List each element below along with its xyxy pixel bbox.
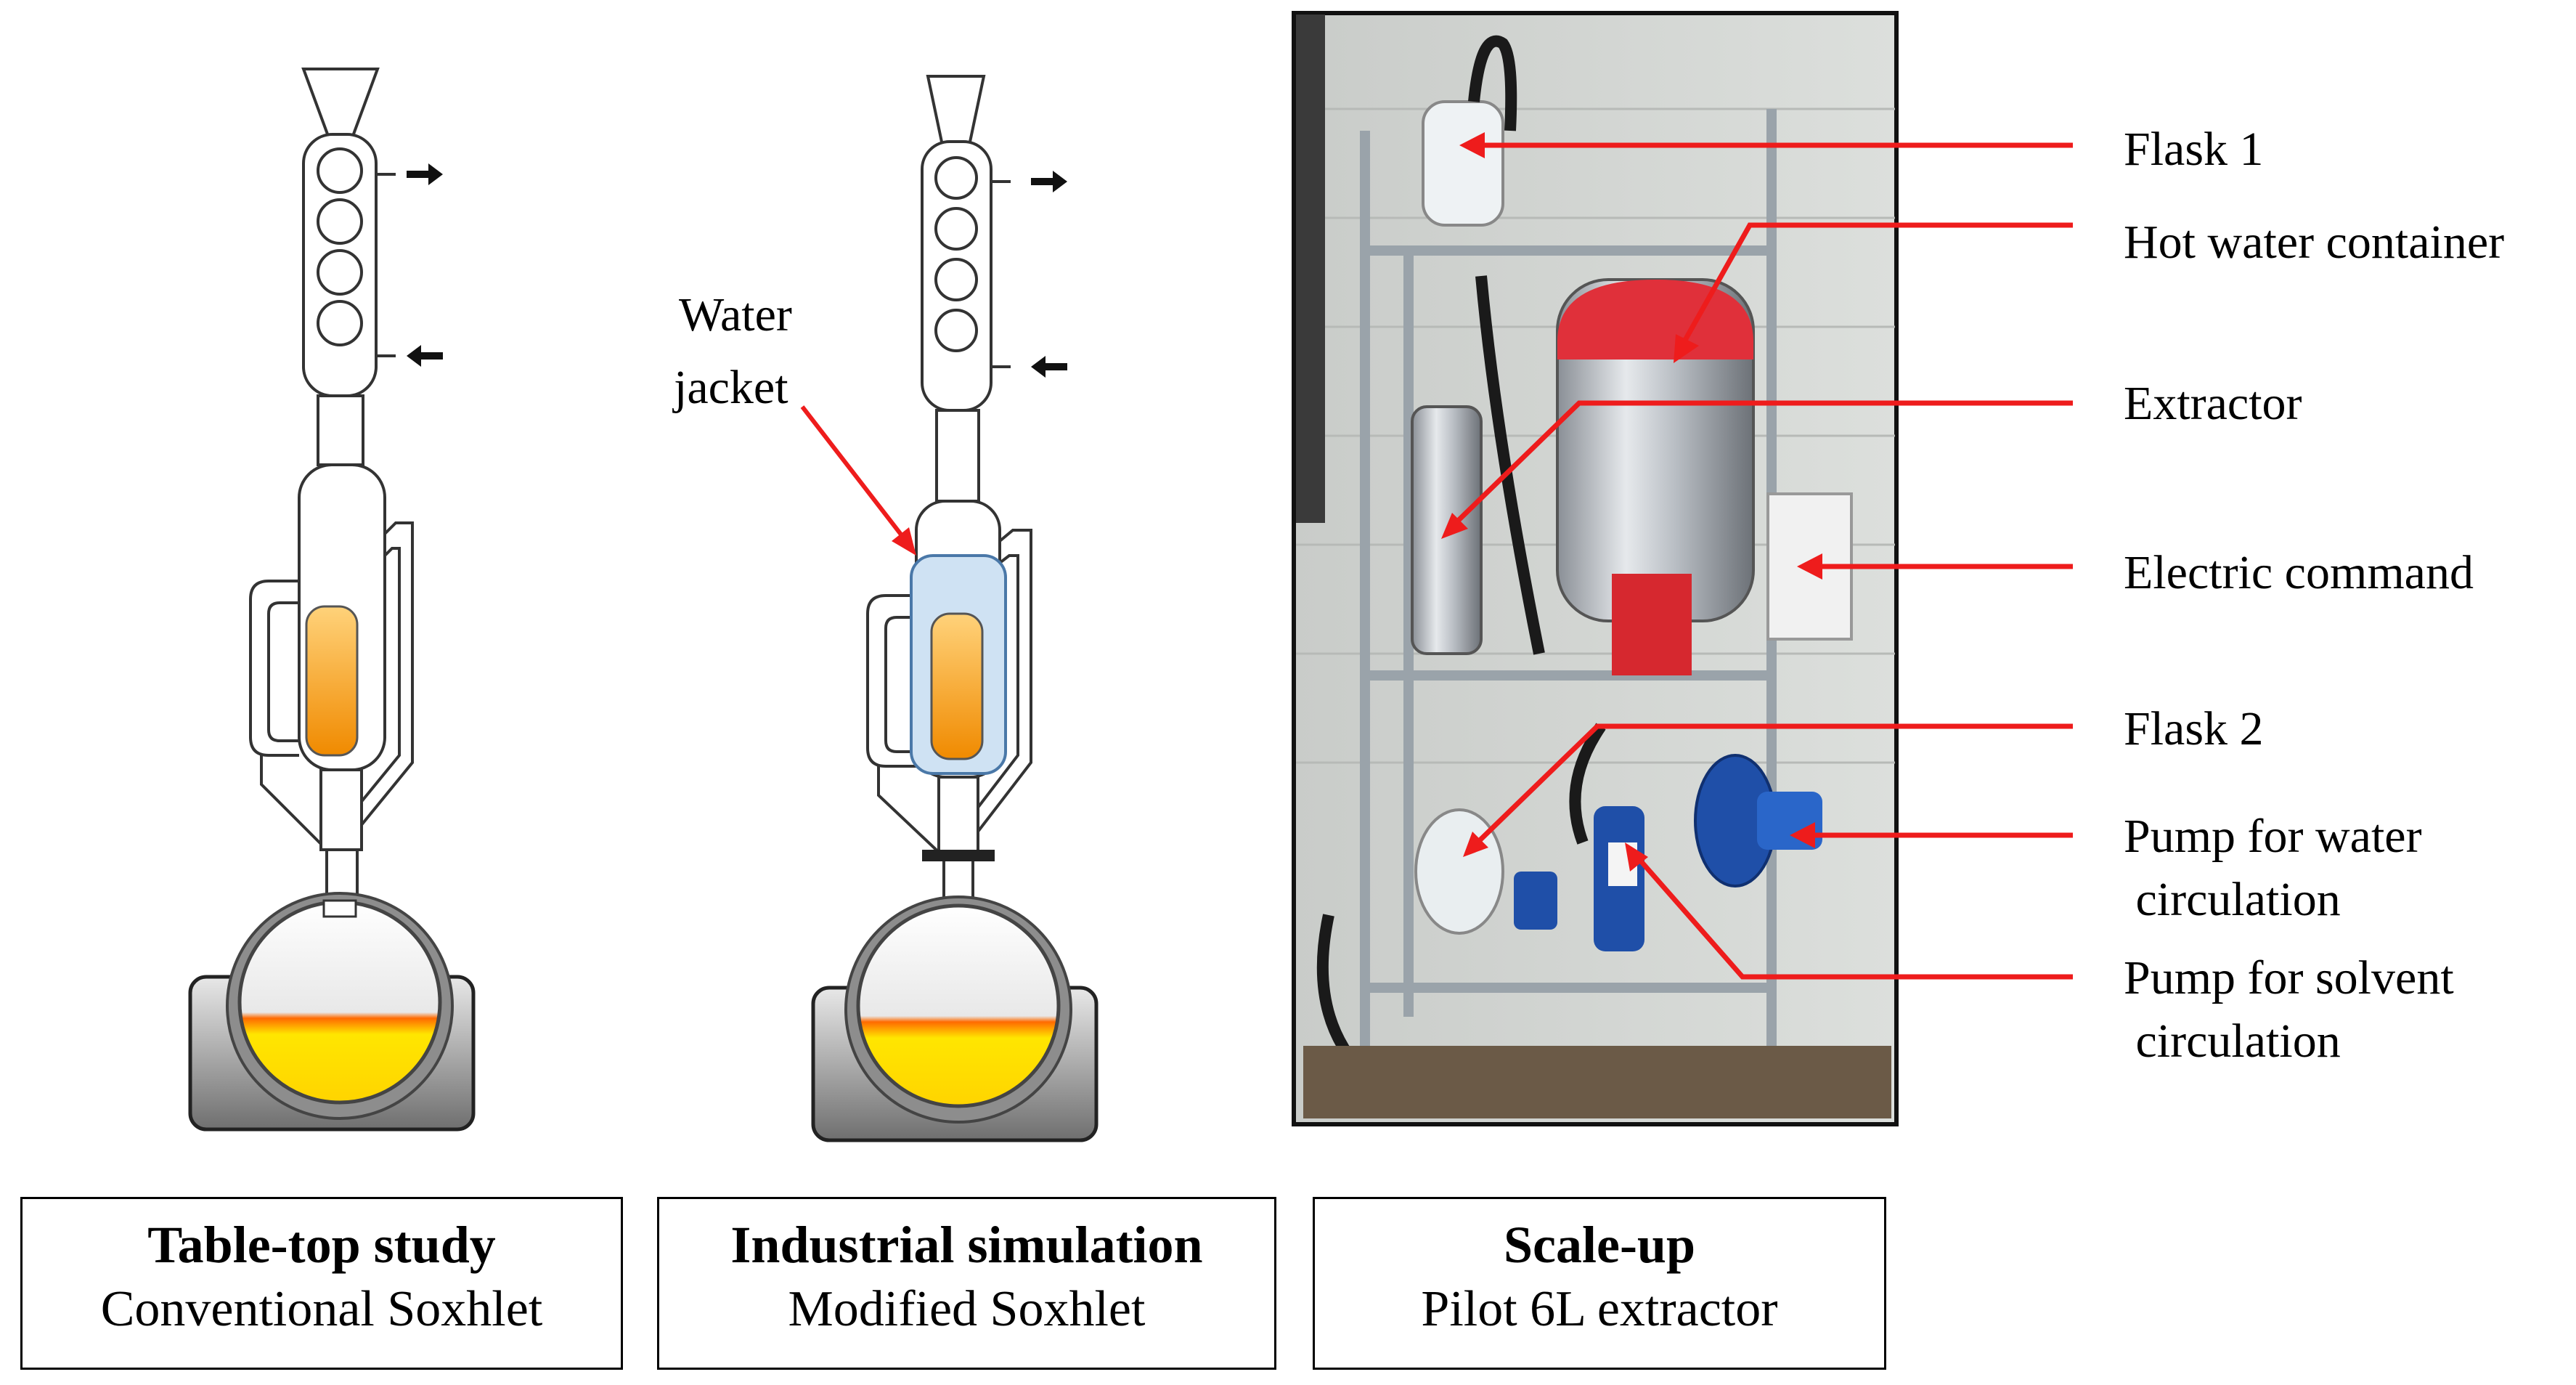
caption-title: Industrial simulation <box>730 1216 1203 1274</box>
arrow-flask-1 <box>1459 132 2073 158</box>
flow-arrows-middle <box>1031 171 1067 378</box>
callout-hot-water-container: Hot water container <box>2124 216 2505 269</box>
caption-scale-up: Scale-up Pilot 6L extractor <box>1313 1197 1886 1370</box>
callout-flask-2: Flask 2 <box>2124 702 2264 755</box>
caption-subtitle: Modified Soxhlet <box>788 1281 1146 1337</box>
round-bottom-flask-left <box>237 900 442 1105</box>
thimble-solvent-left <box>305 605 359 757</box>
modified-soxhlet-diagram <box>866 75 1032 917</box>
conventional-soxhlet-diagram <box>249 68 414 909</box>
caption-subtitle: Pilot 6L extractor <box>1421 1281 1778 1337</box>
callout-arrows <box>1441 132 2073 980</box>
callout-electric-command: Electric command <box>2124 546 2474 599</box>
callout-pump-solvent-line2: circulation <box>2124 1015 2341 1068</box>
water-jacket-label-line1: Water <box>679 288 792 341</box>
caption-table-top-study: Table-top study Conventional Soxhlet <box>20 1197 623 1370</box>
arrow-pump-water <box>1790 822 2073 848</box>
arrow-electric-command <box>1797 553 2073 580</box>
round-bottom-flask-middle <box>856 903 1061 1108</box>
arrow-flask-2 <box>1463 723 2073 857</box>
thimble-solvent-middle <box>930 612 984 760</box>
pilot-extractor-photo <box>1292 11 1899 1126</box>
caption-industrial-simulation: Industrial simulation Modified Soxhlet <box>657 1197 1276 1370</box>
callout-pump-water-line1: Pump for water <box>2124 810 2422 863</box>
water-jacket-label-line2: jacket <box>674 361 788 414</box>
callout-extractor: Extractor <box>2124 377 2302 430</box>
water-jacket-arrow <box>800 405 916 556</box>
caption-title: Table-top study <box>147 1216 496 1274</box>
callout-pump-water-line2: circulation <box>2124 873 2341 926</box>
arrow-hot-water-container <box>1674 222 2073 363</box>
callout-pump-solvent-line1: Pump for solvent <box>2124 951 2454 1004</box>
caption-title: Scale-up <box>1503 1216 1696 1274</box>
callout-flask-1: Flask 1 <box>2124 123 2264 176</box>
arrow-pump-solvent <box>1625 842 2073 980</box>
caption-subtitle: Conventional Soxhlet <box>100 1281 543 1337</box>
flow-arrows-left <box>407 163 443 367</box>
arrow-extractor <box>1441 400 2073 539</box>
